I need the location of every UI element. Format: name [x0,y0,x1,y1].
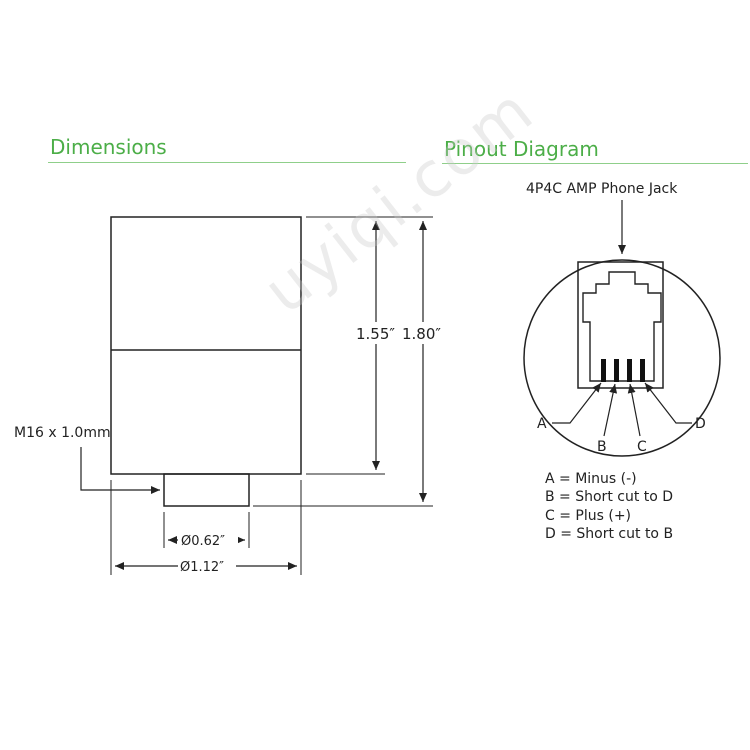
sensor-housing [110,216,302,475]
pin-d-leader [644,382,692,424]
phone-jack-outline [577,261,664,389]
rj-socket-profile [582,271,662,382]
dimension-arrows [80,221,427,570]
sensor-thread-stub [163,473,250,507]
contact-a [601,359,606,382]
pin-label-d: D [695,416,706,432]
diameter-large-label: Ø1.12″ [180,560,224,575]
sensor-body [110,216,302,507]
extension-lines [110,216,433,575]
pin-c-leader [627,383,641,437]
jack-contacts [601,359,645,382]
connector-face-circle [523,259,721,457]
legend-item: B = Short cut to D [545,489,673,505]
dimensions-title-rule [48,162,406,163]
legend-item: D = Short cut to B [545,526,673,542]
thread-spec-label: M16 x 1.0mm [14,425,111,441]
dimensions-title: Dimensions [50,135,167,159]
contact-c [627,359,632,382]
pin-legend: A = Minus (-) B = Short cut to D C = Plu… [545,471,673,542]
legend-item: C = Plus (+) [545,508,631,524]
pin-leader-lines [552,382,692,437]
contact-b [614,359,619,382]
pinout-title-rule [442,163,748,164]
jack-type-label: 4P4C AMP Phone Jack [526,181,678,197]
diameter-small-label: Ø0.62″ [181,534,225,549]
height-total-label: 1.80″ [402,325,441,343]
pin-label-c: C [637,439,647,455]
pin-b-leader [603,383,618,437]
thread-leader-arrow [80,447,160,494]
pin-a-leader [552,382,602,424]
pinout-title: Pinout Diagram [444,137,599,161]
legend-item: A = Minus (-) [545,471,637,487]
pin-label-a: A [537,416,547,432]
height-inner-label: 1.55″ [356,325,395,343]
pin-label-b: B [597,439,607,455]
contact-d [640,359,645,382]
